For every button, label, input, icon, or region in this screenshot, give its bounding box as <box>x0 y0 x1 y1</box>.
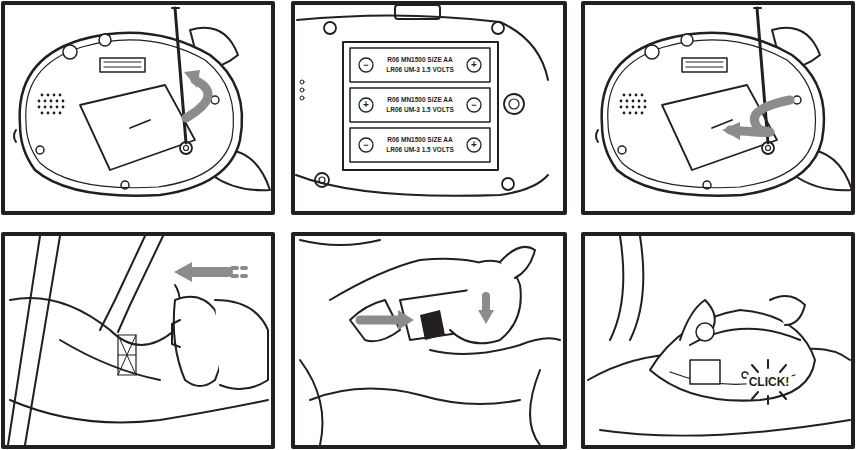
polarity-symbol: − <box>471 101 476 110</box>
polarity-symbol: + <box>471 60 477 70</box>
sound-effect-text: CLICK! <box>747 375 792 389</box>
battery-label: LR06 UM-3 1.5 VOLTS <box>386 67 453 74</box>
polarity-symbol: + <box>363 100 369 110</box>
attached-step <box>588 236 850 436</box>
open-door-step <box>14 8 270 196</box>
insert-step <box>300 240 560 445</box>
polarity-symbol: − <box>363 61 368 70</box>
panel-frames <box>3 3 853 447</box>
remove-step <box>8 236 268 445</box>
polarity-symbol: − <box>363 141 368 150</box>
battery-label: R06 MN1500 SIZE AA <box>387 97 453 104</box>
polarity-symbol: + <box>471 140 477 150</box>
battery-label: LR06 UM-3 1.5 VOLTS <box>386 147 453 154</box>
battery-compartment <box>296 5 548 196</box>
close-door-step <box>596 8 852 196</box>
battery-label: LR06 UM-3 1.5 VOLTS <box>386 107 453 114</box>
battery-label: R06 MN1500 SIZE AA <box>387 57 453 64</box>
battery-label: R06 MN1500 SIZE AA <box>387 137 453 144</box>
